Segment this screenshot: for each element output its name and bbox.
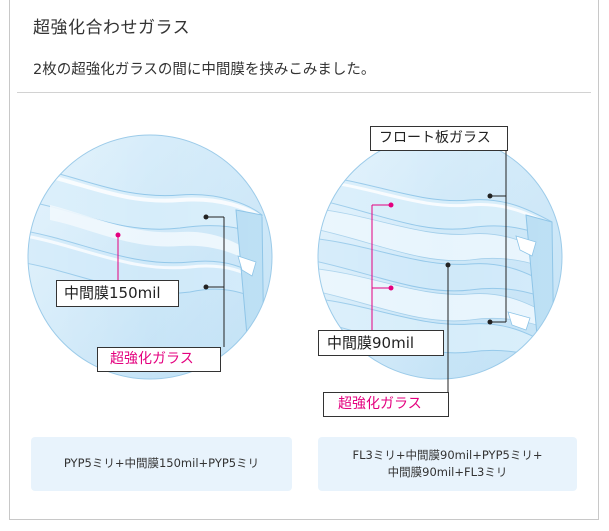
caption-right-line1: FL3ミリ+中間膜90mil+PYP5ミリ+ bbox=[352, 447, 543, 462]
caption-left: PYP5ミリ+中間膜150mil+PYP5ミリ bbox=[31, 437, 292, 491]
left-glass-circle bbox=[27, 134, 273, 380]
caption-right: FL3ミリ+中間膜90mil+PYP5ミリ+ 中間膜90mil+FL3ミリ bbox=[318, 437, 577, 491]
divider bbox=[17, 92, 591, 93]
label-interlayer-150: 中間膜150mil bbox=[56, 280, 179, 307]
page-subtitle: 2枚の超強化ガラスの間に中間膜を挟みこみました。 bbox=[33, 62, 376, 78]
caption-left-text: PYP5ミリ+中間膜150mil+PYP5ミリ bbox=[63, 456, 260, 471]
right-leaders bbox=[371, 150, 507, 392]
left-leaders bbox=[115, 214, 225, 347]
page-title: 超強化合わせガラス bbox=[33, 18, 191, 38]
caption-right-line2: 中間膜90mil+FL3ミリ bbox=[387, 465, 508, 479]
label-interlayer-90: 中間膜90mil bbox=[318, 330, 444, 356]
label-float-glass: フロート板ガラス bbox=[370, 126, 508, 151]
label-super-tempered-glass-right: 超強化ガラス bbox=[323, 392, 449, 417]
label-super-tempered-glass-left: 超強化ガラス bbox=[97, 347, 221, 372]
